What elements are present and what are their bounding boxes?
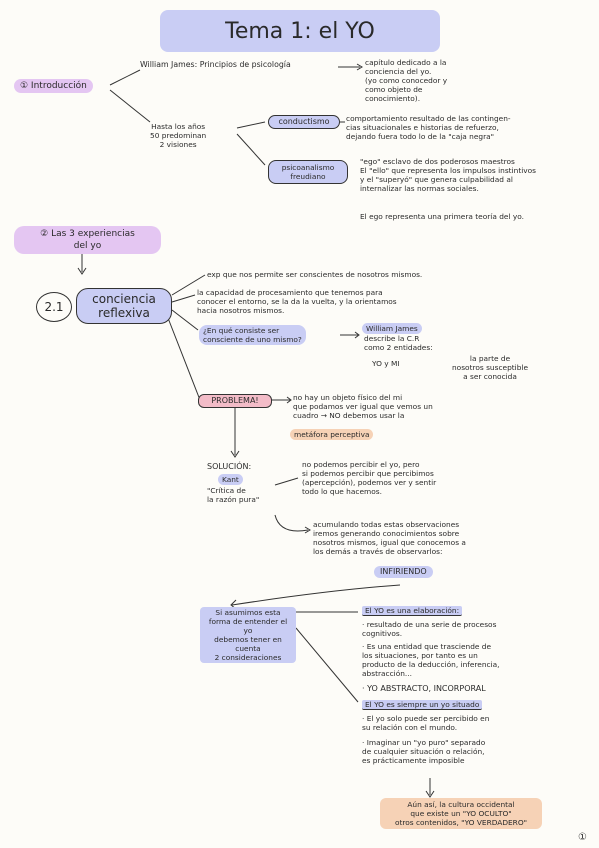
intro-label: ① Introducción xyxy=(14,79,93,93)
c1-title: El YO es una elaboración: xyxy=(362,606,463,616)
william-james-tag: William James xyxy=(362,323,422,334)
infiriendo-tag: INFIRIENDO xyxy=(374,566,433,578)
conductismo-box: conductismo xyxy=(268,115,340,129)
page-title: Tema 1: el YO xyxy=(225,18,375,44)
conductismo-desc: comportamiento resultado de las continge… xyxy=(346,114,511,141)
exp-line: exp que nos permite ser conscientes de n… xyxy=(207,270,423,279)
title-banner: Tema 1: el YO xyxy=(160,10,440,52)
section-2-1-number: 2.1 xyxy=(36,292,72,322)
problema-box: PROBLEMA! xyxy=(198,394,272,408)
c2-title: El YO es siempre un yo situado xyxy=(362,700,483,710)
solucion-label: SOLUCIÓN: xyxy=(207,462,252,471)
ego-line: El ego representa una primera teoría del… xyxy=(360,212,524,221)
william-james-line: William James: Principios de psicología xyxy=(140,60,291,69)
yo-mi: YO y MI xyxy=(372,359,400,368)
kant-tag: Kant xyxy=(218,474,243,485)
capacidad-text: la capacidad de procesamiento que tenemo… xyxy=(197,288,397,315)
metafora-highlight: metáfora perceptiva xyxy=(290,429,374,440)
page-number: ① xyxy=(578,832,587,843)
